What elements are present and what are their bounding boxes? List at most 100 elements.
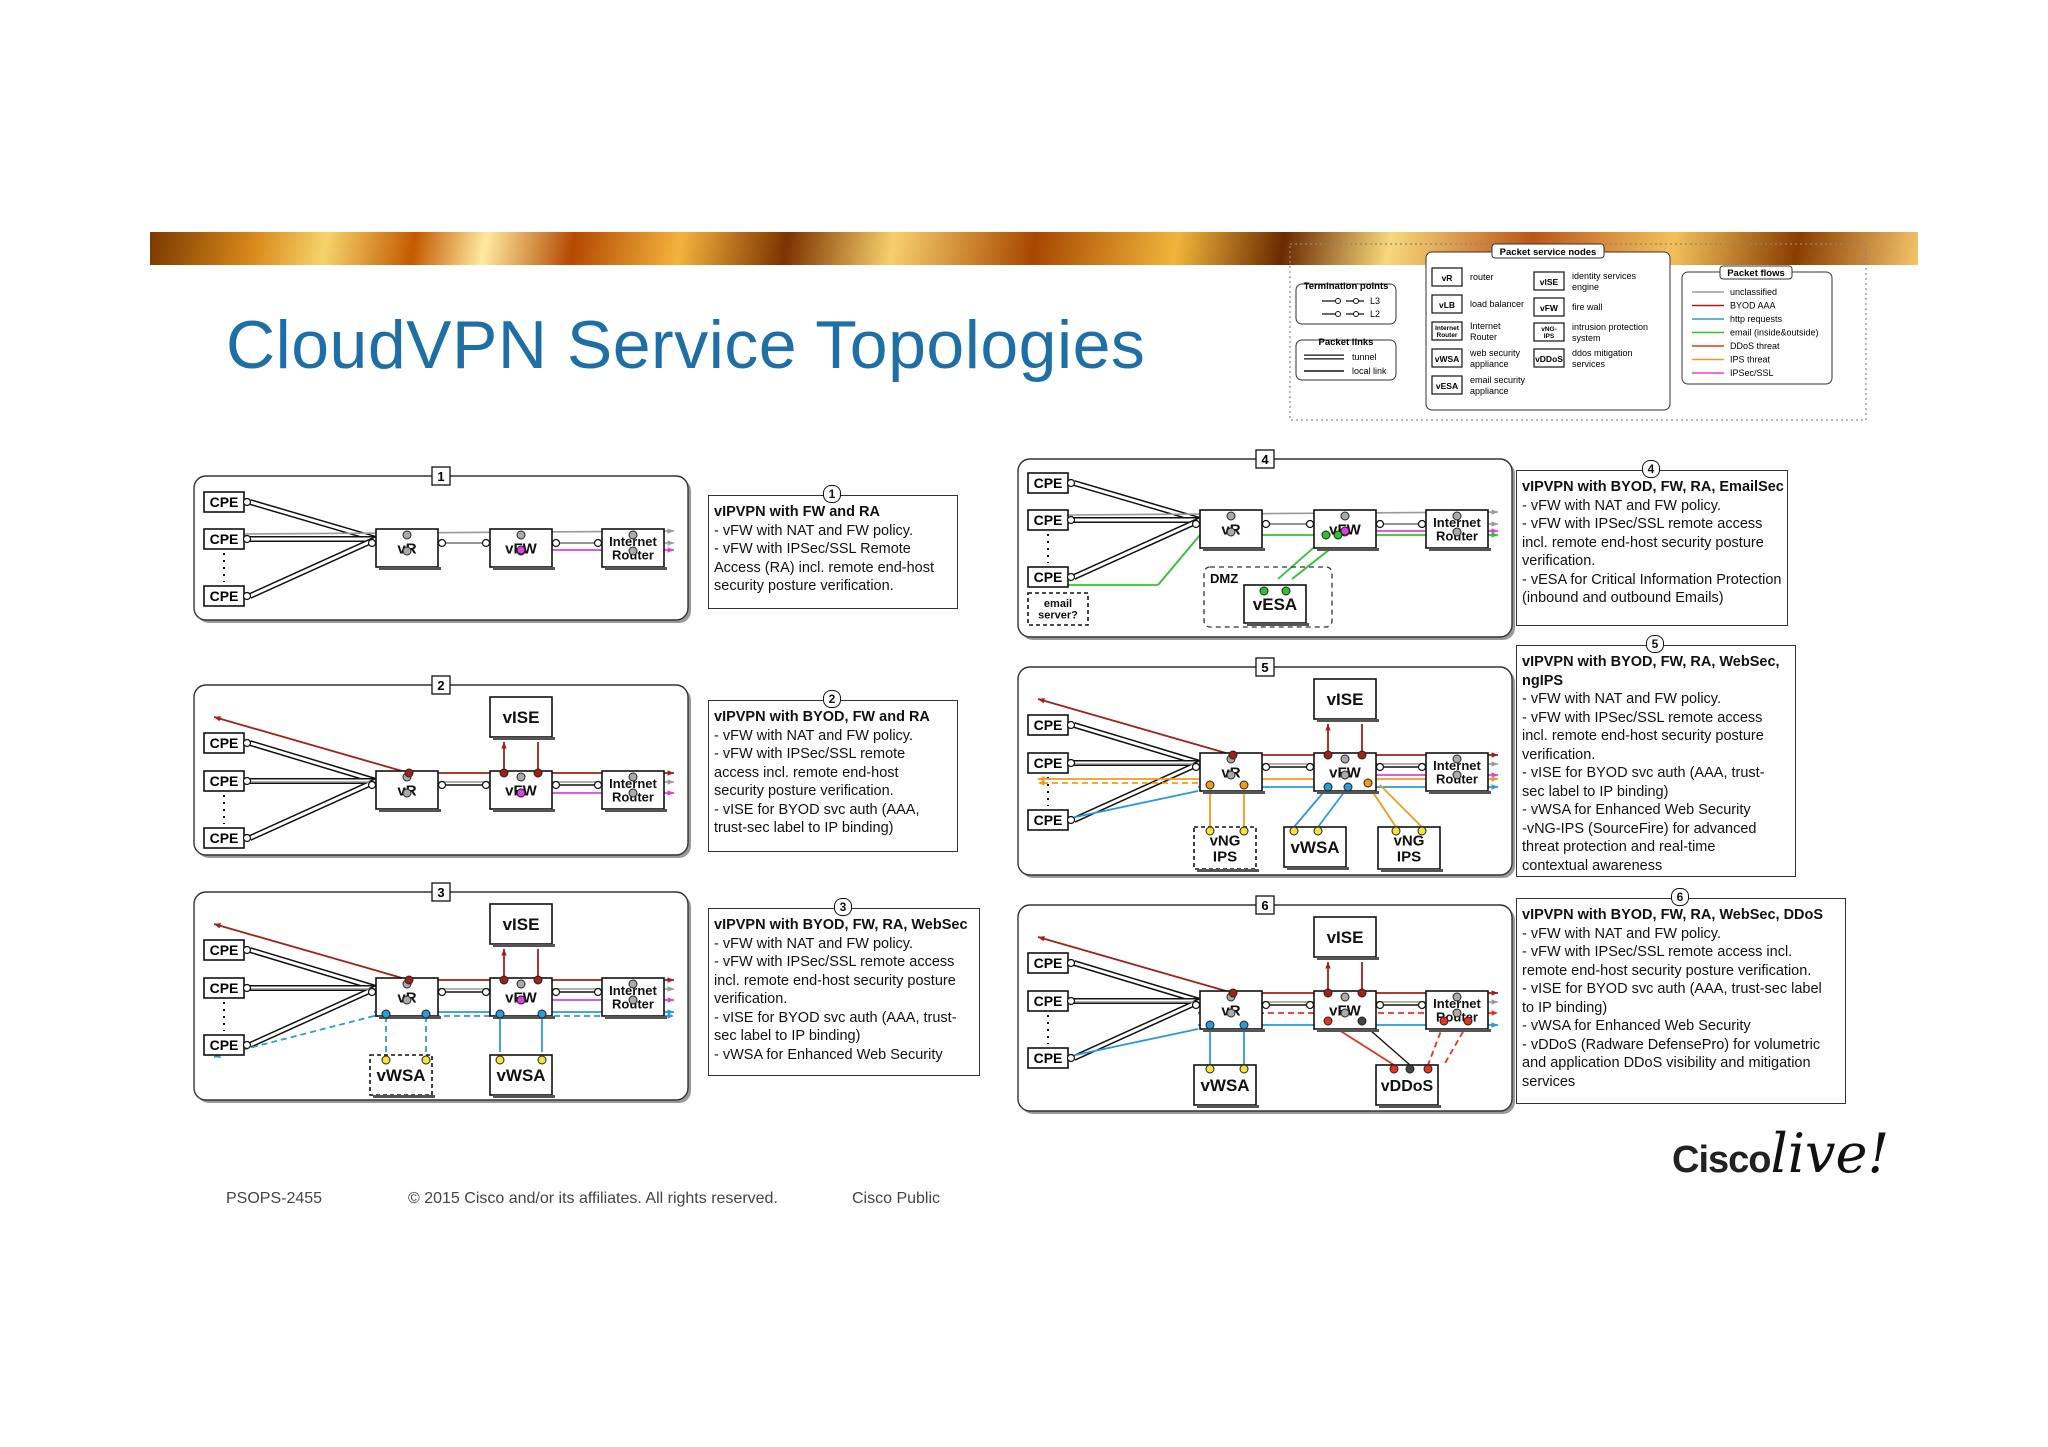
node-legend-abbr: IPS	[1544, 333, 1555, 340]
node-legend-desc: Router	[1470, 332, 1497, 342]
description-line: - vFW with IPSec/SSL Remote	[714, 541, 911, 557]
arrow-head	[1038, 698, 1045, 704]
svg-text:Internet: Internet	[609, 776, 657, 791]
node-legend-desc: web security	[1469, 348, 1521, 358]
tunnel-link-inner	[249, 779, 377, 840]
description-line: verification.	[1522, 746, 1596, 763]
arrow-head	[667, 770, 674, 776]
nodes-title: Packet service nodes	[1500, 247, 1597, 258]
termination-item: L3	[1370, 296, 1380, 306]
arrow-head	[667, 986, 674, 992]
node-legend-abbr: vESA	[1436, 381, 1458, 391]
termination-point	[1191, 762, 1201, 772]
termination-point	[1323, 988, 1333, 998]
arrow-head	[1491, 776, 1498, 782]
description-line: - vISE for BYOD svc auth (AAA,	[714, 801, 920, 818]
topology-description: vIPVPN with BYOD, FW, RA, WebSec- vFW wi…	[714, 916, 976, 1064]
description-line: - vFW with NAT and FW policy.	[1522, 497, 1721, 514]
termination-point	[421, 1055, 431, 1065]
svg-text:vWSA: vWSA	[496, 1066, 545, 1085]
flow-label: IPSec/SSL	[1730, 368, 1774, 378]
cpe-node: CPE	[1027, 714, 1076, 736]
svg-text:CPE: CPE	[1034, 569, 1063, 585]
arrow-head	[667, 977, 674, 983]
termination-point	[1228, 750, 1238, 760]
termination-point	[1340, 992, 1350, 1002]
arrow-head	[1038, 776, 1045, 782]
termination-point	[1340, 511, 1350, 521]
svg-text:vWSA: vWSA	[376, 1066, 425, 1085]
svg-text:CPE: CPE	[210, 942, 239, 958]
description-line: - vFW with NAT and FW policy.	[1522, 691, 1721, 707]
termination-point	[367, 780, 377, 790]
svg-text:vISE: vISE	[1327, 690, 1364, 709]
panel-number	[1255, 449, 1275, 469]
termination-point	[499, 768, 509, 778]
termination-point	[1452, 511, 1462, 521]
cpe-node: CPE	[1027, 752, 1076, 774]
termination-point	[404, 975, 414, 985]
cpe-node: CPE	[203, 732, 252, 754]
termination-point	[1463, 1016, 1473, 1026]
svg-text:CPE: CPE	[1034, 993, 1063, 1009]
arrow-head	[1491, 761, 1498, 767]
termination-point	[1261, 519, 1271, 529]
description-number: 4	[1642, 460, 1660, 478]
termination-point	[551, 780, 561, 790]
termination-point	[1389, 1064, 1399, 1074]
termination-point	[1261, 762, 1271, 772]
description-line: security posture verification.	[714, 578, 894, 594]
cisco-live-logo: Ciscolive!	[1672, 1122, 1890, 1185]
cpe-node: CPE	[1027, 990, 1076, 1012]
arrow-head	[1491, 509, 1498, 515]
termination-point	[1357, 750, 1367, 760]
node-legend-desc: services	[1572, 359, 1606, 369]
cpe-node: CPE	[1027, 809, 1076, 831]
panel-number-label: 1	[437, 469, 444, 484]
description-line: - vFW with NAT and FW policy.	[714, 727, 913, 744]
description-line: verification.	[1522, 553, 1596, 569]
arrow-head	[1325, 724, 1331, 731]
packet-link	[1379, 784, 1423, 828]
arrow-head	[1038, 780, 1045, 786]
flow-label: BYOD AAA	[1730, 301, 1776, 311]
svg-text:CPE: CPE	[1034, 717, 1063, 733]
svg-text:Internet: Internet	[609, 983, 657, 998]
svg-text:CPE: CPE	[210, 1037, 239, 1053]
svg-text:Internet: Internet	[609, 534, 657, 549]
node-legend-abbr: vISE	[1540, 277, 1559, 287]
cpe-node: CPE	[203, 939, 252, 961]
tunnel-link-inner	[249, 537, 377, 598]
termination-point	[628, 995, 638, 1005]
footer-code: PSOPS-2455	[226, 1190, 323, 1207]
termination-point	[1313, 826, 1323, 836]
svg-text:vNG: vNG	[1394, 833, 1425, 850]
termination-point	[1417, 519, 1427, 529]
termination-point	[1452, 754, 1462, 764]
description-line: - vESA for Critical Information Protecti…	[1522, 571, 1782, 588]
panel-number	[1255, 657, 1275, 677]
node-legend-abbr: vDDoS	[1535, 354, 1563, 364]
links-legend	[1295, 339, 1397, 381]
description-line: services	[1522, 1073, 1576, 1090]
tunnel-link-inner	[249, 948, 377, 990]
termination-point	[551, 987, 561, 997]
termination-point	[551, 538, 561, 548]
dmz-label: DMZ	[1210, 571, 1238, 586]
node-legend-desc: email security	[1470, 375, 1526, 385]
arrow-head	[1491, 784, 1498, 790]
panel-number-label: 4	[1261, 452, 1269, 467]
termination-point	[628, 530, 638, 540]
termination-point	[437, 780, 447, 790]
packet-link	[1157, 534, 1201, 586]
tunnel-link-inner	[249, 741, 377, 783]
panel-number	[431, 882, 451, 902]
description-line: - vFW with NAT and FW policy.	[1522, 925, 1721, 942]
termination-point	[1340, 770, 1350, 780]
flow-label: unclassified	[1730, 287, 1777, 297]
panel-number	[1255, 895, 1275, 915]
node-legend-desc: ddos mitigation	[1572, 348, 1633, 358]
dmz-zone	[1203, 566, 1333, 628]
panel-number-label: 2	[437, 678, 444, 693]
